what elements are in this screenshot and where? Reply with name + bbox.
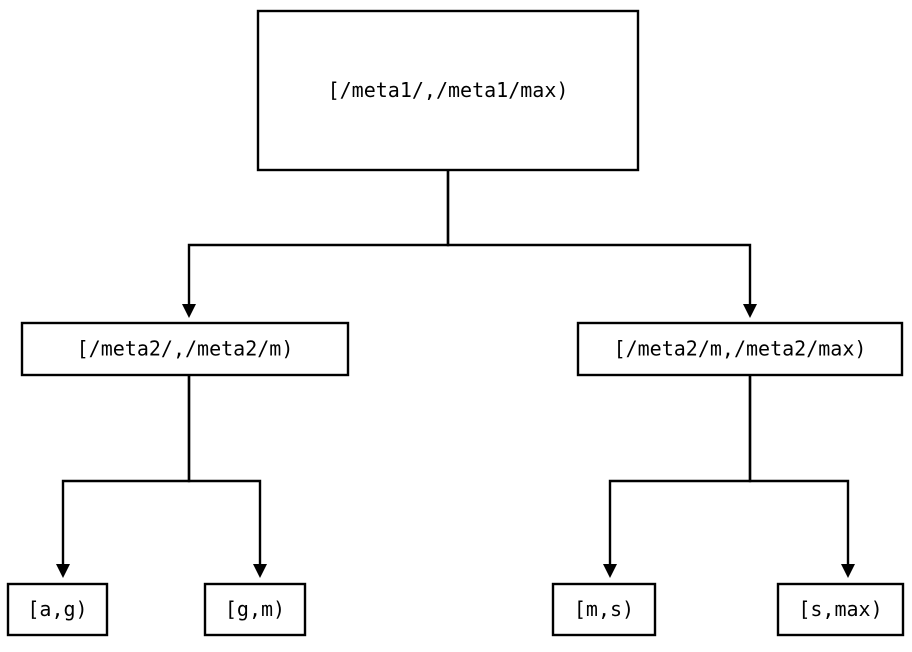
edge-connector bbox=[61, 375, 191, 564]
edge-connector bbox=[446, 170, 752, 304]
node-label: [a,g) bbox=[27, 597, 87, 621]
arrowheads-group bbox=[56, 304, 855, 578]
node-box[interactable] bbox=[551, 582, 657, 637]
tree-node-leaf-gm[interactable]: [g,m) bbox=[203, 582, 307, 637]
arrowhead-icon bbox=[841, 564, 855, 578]
node-box[interactable] bbox=[576, 321, 904, 377]
arrowhead-icon bbox=[253, 564, 267, 578]
node-label: [m,s) bbox=[574, 597, 634, 621]
edge-connector bbox=[748, 375, 850, 564]
node-box[interactable] bbox=[776, 582, 905, 637]
node-label: [s,max) bbox=[798, 597, 882, 621]
tree-node-leaf-ms[interactable]: [m,s) bbox=[551, 582, 657, 637]
nodes-group: [/meta1/,/meta1/max) [/meta2/,/meta2/m) [/… bbox=[6, 9, 905, 637]
node-box[interactable] bbox=[203, 582, 307, 637]
node-box[interactable] bbox=[20, 321, 350, 377]
node-label: [/meta1/,/meta1/max) bbox=[328, 78, 569, 102]
tree-node-mid-left[interactable]: [/meta2/,/meta2/m) bbox=[20, 321, 350, 377]
edge-connector bbox=[608, 375, 752, 564]
edge-connector bbox=[187, 170, 450, 304]
tree-node-mid-right[interactable]: [/meta2/m,/meta2/max) bbox=[576, 321, 904, 377]
edges-group bbox=[61, 170, 850, 564]
edge-connector bbox=[187, 375, 262, 564]
arrowhead-icon bbox=[743, 304, 757, 318]
tree-node-leaf-smax[interactable]: [s,max) bbox=[776, 582, 905, 637]
arrowhead-icon bbox=[603, 564, 617, 578]
arrowhead-icon bbox=[182, 304, 196, 318]
node-box[interactable] bbox=[6, 582, 109, 637]
node-box[interactable] bbox=[256, 9, 640, 172]
tree-node-root[interactable]: [/meta1/,/meta1/max) bbox=[256, 9, 640, 172]
arrowhead-icon bbox=[56, 564, 70, 578]
tree-node-leaf-ag[interactable]: [a,g) bbox=[6, 582, 109, 637]
node-label: [/meta2/,/meta2/m) bbox=[77, 337, 294, 361]
node-label: [g,m) bbox=[225, 597, 285, 621]
node-label: [/meta2/m,/meta2/max) bbox=[614, 337, 867, 361]
